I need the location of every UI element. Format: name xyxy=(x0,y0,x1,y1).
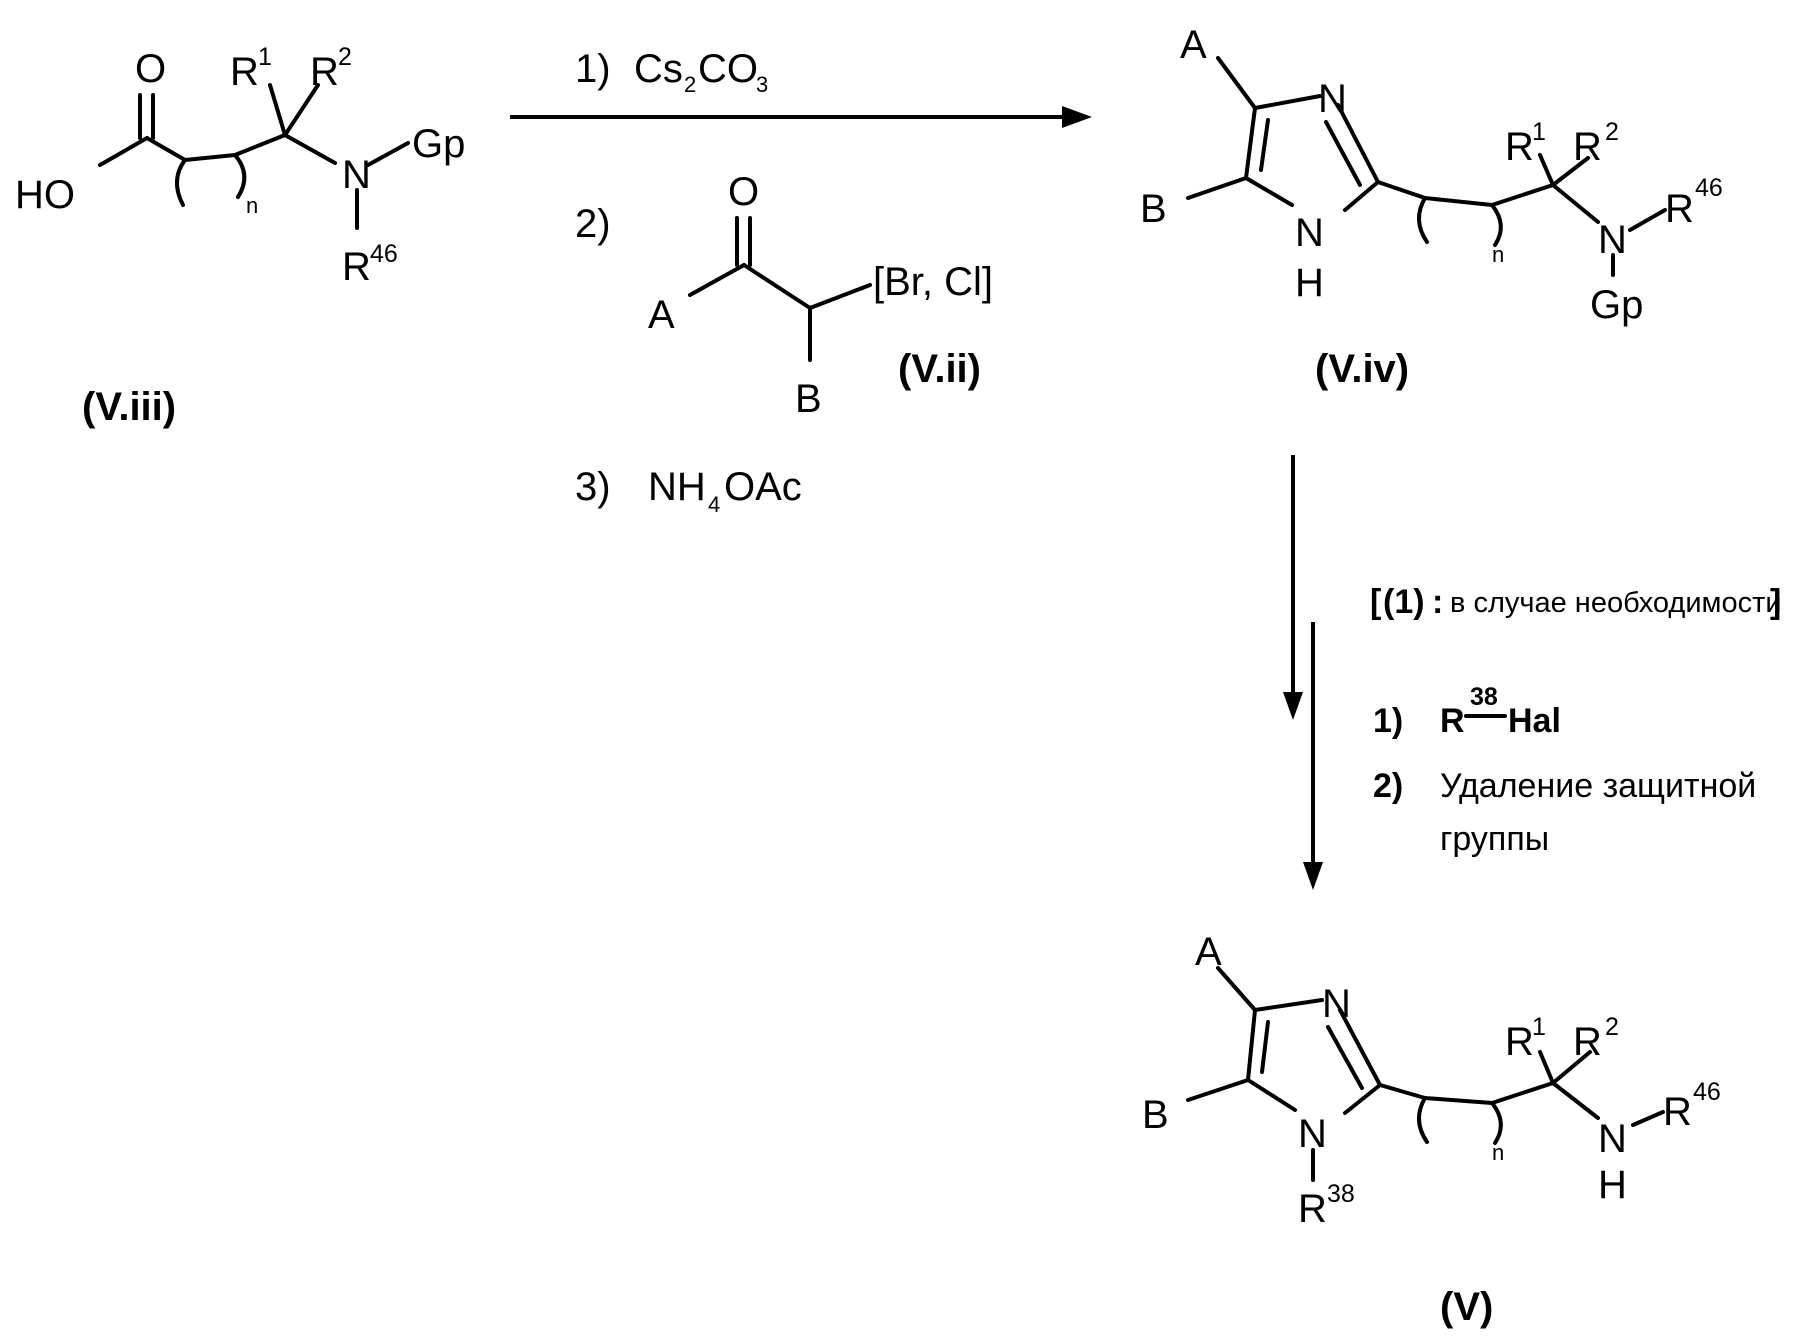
v-iv-n-index: n xyxy=(1492,242,1504,267)
v-iv-b: B xyxy=(1140,187,1167,231)
v-iv-r2-sup: 2 xyxy=(1605,118,1619,146)
step-2-reagent-1-hal: Hal xyxy=(1508,702,1561,740)
step-2-reagent-2-line-1: Удаление защитной xyxy=(1440,767,1756,805)
v-iii-r1: R xyxy=(230,50,259,94)
v-iii-r2-sup: 2 xyxy=(338,43,352,71)
compound-v-iii: O HO R 1 R 2 N Gp R 46 n (V.iii) xyxy=(15,43,465,429)
v-r38: R xyxy=(1298,1187,1327,1231)
v-iii-oxygen: O xyxy=(135,47,166,91)
bracket-open: [ xyxy=(1370,583,1381,621)
v-iv-ring-n: N xyxy=(1318,77,1347,121)
v-iii-label: (V.iii) xyxy=(82,385,176,429)
v-iii-r2: R xyxy=(310,50,339,94)
bracket-close: ] xyxy=(1770,583,1781,621)
v-r2-sup: 2 xyxy=(1605,1013,1619,1041)
reagent-3-sub-4: 4 xyxy=(708,492,720,517)
v-iii-nitrogen: N xyxy=(342,153,371,197)
v-iii-r1-sup: 1 xyxy=(258,43,272,71)
reagent-3-nh: NH xyxy=(648,465,706,509)
v-iv-nitrogen: N xyxy=(1598,218,1627,262)
v-iv-r46: R xyxy=(1665,187,1694,231)
reagent-step-1: 1) Cs 2 CO 3 xyxy=(575,47,768,97)
reagent-1-number: 1) xyxy=(575,47,611,91)
v-r2: R xyxy=(1573,1020,1602,1064)
v-iv-ring-nh-n: N xyxy=(1295,211,1324,255)
v-r38-sup: 38 xyxy=(1327,1180,1355,1208)
v-iii-gp: Gp xyxy=(412,122,465,166)
step-2-reagent-1: 1) R 38 Hal xyxy=(1373,683,1561,740)
reagent-2-number: 2) xyxy=(575,202,611,246)
v-a: A xyxy=(1195,930,1222,974)
condition-text: в случае необходимости xyxy=(1450,587,1782,619)
v-r1: R xyxy=(1505,1020,1534,1064)
v-nh-n: N xyxy=(1598,1117,1627,1161)
step-2-reagent-2-number: 2) xyxy=(1373,767,1403,805)
step-2-reagent-1-number: 1) xyxy=(1373,702,1403,740)
v-label: (V) xyxy=(1440,1285,1493,1329)
v-iii-hydroxyl: HO xyxy=(15,173,75,217)
v-n-index: n xyxy=(1492,1140,1504,1165)
v-ii-oxygen: O xyxy=(728,170,759,214)
step-2-reagent-1-sup: 38 xyxy=(1470,683,1498,711)
v-ii-halogen: [Br, Cl] xyxy=(873,260,993,304)
compound-v-iv: A B N N H R 1 R 2 N R 46 Gp n (V.iv) xyxy=(1140,23,1723,391)
v-iv-r1-sup: 1 xyxy=(1532,118,1546,146)
reagent-3-oac: OAc xyxy=(724,465,802,509)
compound-v: A B N N R 38 R 1 R 2 N H R 46 n (V) xyxy=(1142,930,1721,1329)
forward-arrow xyxy=(510,106,1092,128)
step-2-reagent-2-line-2: группы xyxy=(1440,820,1549,858)
v-b: B xyxy=(1142,1093,1169,1137)
reagent-step-3: 3) NH 4 OAc xyxy=(575,465,802,517)
v-iv-ring-nh-h: H xyxy=(1295,261,1324,305)
reagent-1-co: CO xyxy=(698,47,758,91)
optional-condition: [ (1) : в случае необходимости ] xyxy=(1370,583,1782,621)
v-ii-label: (V.ii) xyxy=(898,347,981,391)
v-ii-a: A xyxy=(648,293,675,337)
step-2-reagent-1-r: R xyxy=(1440,702,1465,740)
v-iii-n-index: n xyxy=(246,193,258,218)
v-iii-r46: R xyxy=(342,245,371,289)
v-iv-r2: R xyxy=(1573,125,1602,169)
v-iv-gp: Gp xyxy=(1590,283,1643,327)
v-iv-r1: R xyxy=(1505,125,1534,169)
step-2-reagent-2: 2) Удаление защитной группы xyxy=(1373,767,1756,858)
v-r46-sup: 46 xyxy=(1693,1078,1721,1106)
reagent-1-sub-2: 2 xyxy=(684,72,696,97)
reagent-1-sub-3: 3 xyxy=(756,72,768,97)
condition-colon: : xyxy=(1432,583,1443,621)
reagent-1-cs: Cs xyxy=(634,47,683,91)
v-ii-b: B xyxy=(795,377,822,421)
condition-number: (1) xyxy=(1383,583,1425,621)
v-iv-a: A xyxy=(1180,23,1207,67)
v-r1-sup: 1 xyxy=(1532,1013,1546,1041)
down-arrow-right xyxy=(1303,622,1323,890)
v-r46: R xyxy=(1663,1090,1692,1134)
v-bonds xyxy=(1188,968,1663,1180)
v-ring-n: N xyxy=(1322,982,1351,1026)
compound-v-ii: O A B [Br, Cl] (V.ii) xyxy=(648,170,993,421)
v-ii-bonds xyxy=(690,218,870,360)
v-ring-n1: N xyxy=(1298,1112,1327,1156)
v-nh-h: H xyxy=(1598,1163,1627,1207)
reagent-3-number: 3) xyxy=(575,465,611,509)
v-iv-r46-sup: 46 xyxy=(1695,174,1723,202)
v-iii-r46-sup: 46 xyxy=(370,240,398,268)
v-iv-label: (V.iv) xyxy=(1315,347,1409,391)
down-arrow-left xyxy=(1283,455,1303,720)
